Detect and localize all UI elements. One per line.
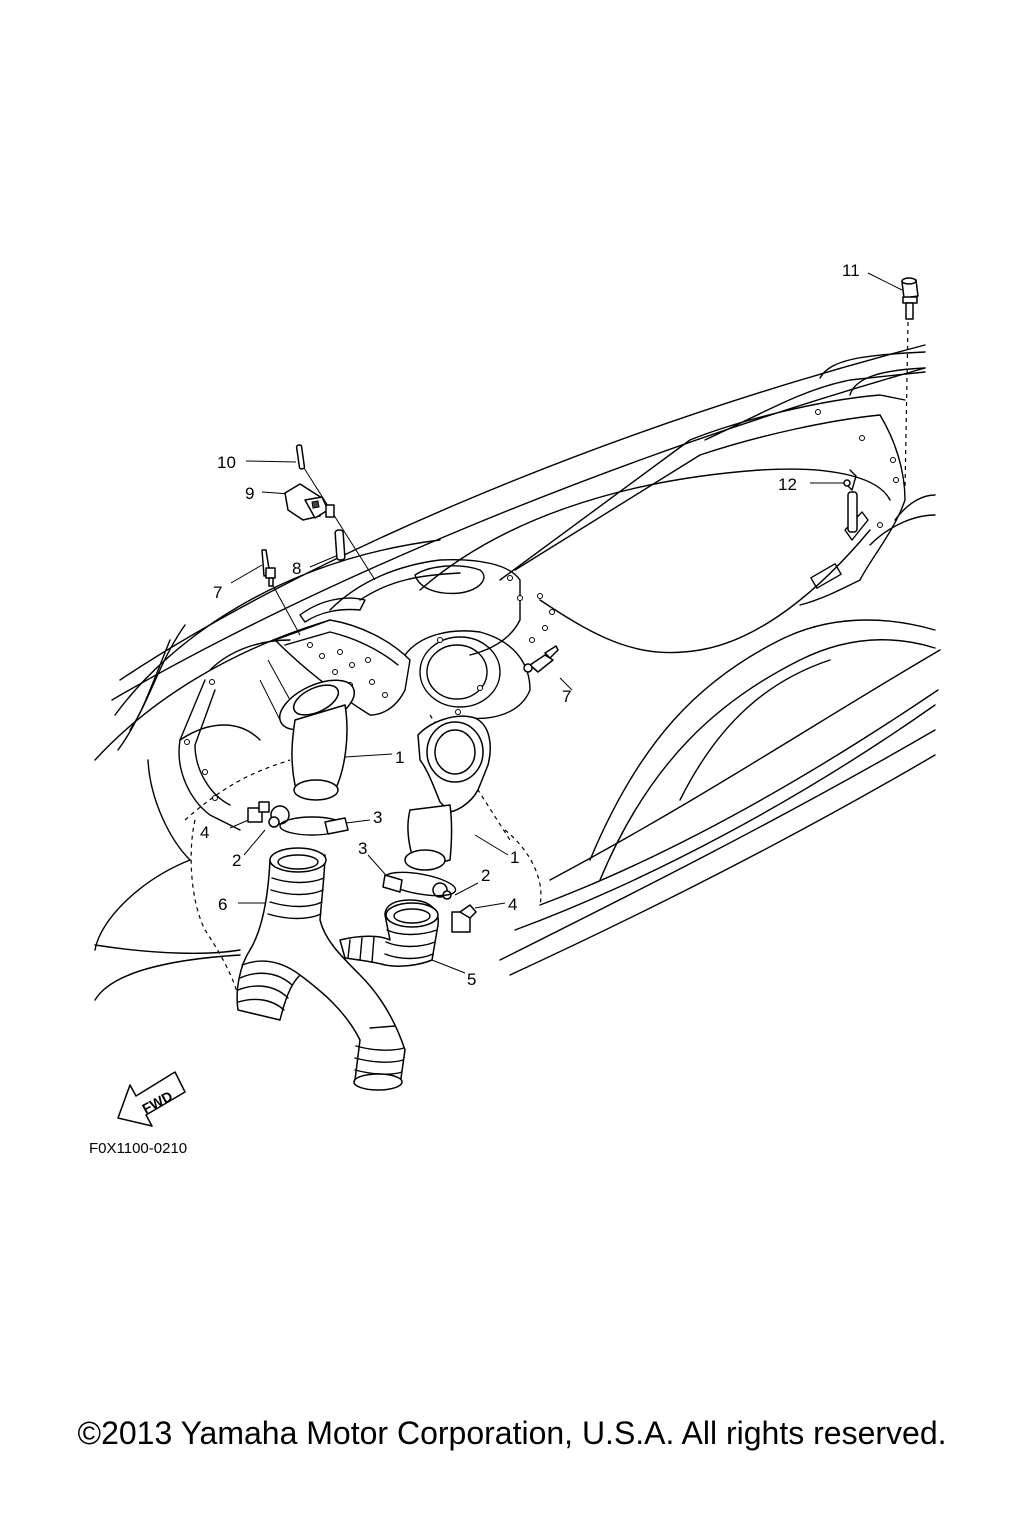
part-12-clip (843, 469, 858, 533)
callout-4-left: 4 (200, 823, 209, 842)
part-8-tube (334, 529, 346, 561)
callout-8: 8 (292, 559, 301, 578)
hull-outline (94, 344, 941, 1011)
callout-2-right: 2 (481, 866, 490, 885)
callout-4-right: 4 (508, 895, 517, 914)
part-7-fitting-right (523, 645, 559, 673)
callout-1-left: 1 (395, 748, 404, 767)
part-4-clip-left (247, 801, 270, 823)
part-3-band-right (382, 871, 457, 897)
callout-9: 9 (245, 484, 254, 503)
part-7-fitting-left (261, 549, 276, 587)
forward-arrow: FWD (117, 1071, 186, 1127)
part-11-plug (901, 277, 919, 320)
part-9-clip (284, 483, 335, 521)
part-3-band-left (279, 816, 349, 836)
part-1-duct-right (404, 715, 491, 871)
callout-numbers: 11 10 9 12 8 7 7 1 3 4 2 3 1 2 6 4 5 (200, 261, 860, 989)
copyright-notice: ©2013 Yamaha Motor Corporation, U.S.A. A… (77, 1415, 947, 1451)
part-1-duct-left (279, 679, 355, 801)
callout-10: 10 (217, 453, 236, 472)
deck-holes (184, 409, 899, 801)
part-10-pin (295, 444, 306, 470)
figure-code: F0X1100-0210 (89, 1140, 187, 1157)
callout-1-right: 1 (510, 848, 519, 867)
callout-3-left: 3 (373, 808, 382, 827)
part-2-clamp-left (268, 805, 290, 828)
callout-3-right: 3 (358, 839, 367, 858)
callout-5: 5 (467, 970, 476, 989)
part-5-hose (339, 899, 439, 967)
callout-11: 11 (842, 261, 860, 280)
part-2-clamp-right (432, 882, 452, 900)
part-6-hose (236, 847, 406, 1091)
callout-6: 6 (218, 895, 227, 914)
callout-2-left: 2 (232, 851, 241, 870)
callout-7-right: 7 (562, 687, 571, 706)
part-4-clip-right (451, 904, 477, 933)
callout-12: 12 (778, 475, 797, 494)
callout-7-left: 7 (213, 583, 222, 602)
